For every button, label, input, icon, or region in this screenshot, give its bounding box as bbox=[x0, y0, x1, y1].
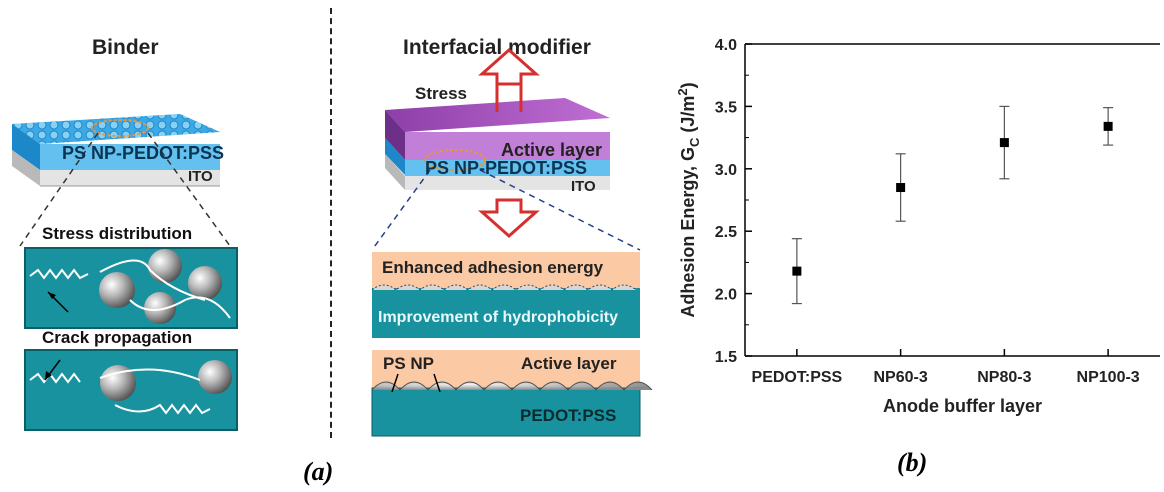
modifier-active-label: Active layer bbox=[501, 140, 603, 160]
y-tick-label: 2.0 bbox=[715, 287, 737, 304]
x-tick-label: NP80-3 bbox=[977, 369, 1031, 386]
x-axis-label: Anode buffer layer bbox=[883, 396, 1042, 416]
enhanced-adhesion-label: Enhanced adhesion energy bbox=[382, 258, 604, 277]
stress-up-arrow bbox=[478, 47, 540, 86]
stress-distribution-label: Stress distribution bbox=[42, 224, 193, 243]
panel-b-caption: (b) bbox=[897, 448, 928, 477]
binder-layer-label: PS NP-PEDOT:PSS bbox=[62, 143, 225, 163]
data-point bbox=[792, 266, 802, 276]
ps-np-detail-box bbox=[372, 350, 640, 388]
modifier-layer-front bbox=[405, 160, 610, 176]
hydrophobicity-label: Improvement of hydrophobicity bbox=[378, 309, 619, 326]
active-layer-label-2: Active layer bbox=[521, 354, 617, 373]
data-point bbox=[999, 138, 1009, 148]
modifier-ito-label: ITO bbox=[571, 178, 596, 195]
data-point bbox=[896, 183, 906, 193]
data-point bbox=[1103, 121, 1113, 131]
enhanced-adhesion-box bbox=[372, 252, 640, 288]
y-axis-label: Adhesion Energy, GC (J/m2) bbox=[675, 82, 702, 317]
binder-layer-front bbox=[40, 144, 220, 170]
panel-divider bbox=[330, 8, 332, 438]
y-tick-label: 2.5 bbox=[715, 224, 737, 241]
y-tick-label: 3.5 bbox=[715, 99, 737, 116]
panel-a-caption: (a) bbox=[303, 457, 334, 486]
modifier-block-top bbox=[385, 98, 610, 132]
modifier-layer-label: PS NP-PEDOT:PSS bbox=[425, 158, 588, 178]
ps-np-label: PS NP bbox=[383, 354, 435, 373]
binder-block-diagram bbox=[12, 114, 238, 431]
y-tick-label: 4.0 bbox=[715, 37, 737, 54]
y-tick-label: 3.0 bbox=[715, 162, 737, 179]
x-tick-label: NP60-3 bbox=[874, 369, 928, 386]
y-tick-label: 1.5 bbox=[715, 349, 737, 366]
binder-title: Binder bbox=[92, 36, 159, 59]
binder-ito-label: ITO bbox=[188, 168, 213, 185]
binder-ito-front bbox=[40, 170, 220, 186]
modifier-title: Interfacial modifier bbox=[403, 36, 591, 59]
binder-highlight-ellipse bbox=[91, 119, 149, 137]
x-tick-label: NP100-3 bbox=[1077, 369, 1140, 386]
crack-propagation-label: Crack propagation bbox=[42, 328, 193, 347]
modifier-block-diagram bbox=[371, 47, 653, 437]
x-tick-label: PEDOT:PSS bbox=[752, 369, 843, 386]
stress-down-arrow bbox=[478, 198, 540, 239]
stress-label: Stress bbox=[415, 84, 467, 103]
pedot-pss-label: PEDOT:PSS bbox=[520, 406, 617, 425]
